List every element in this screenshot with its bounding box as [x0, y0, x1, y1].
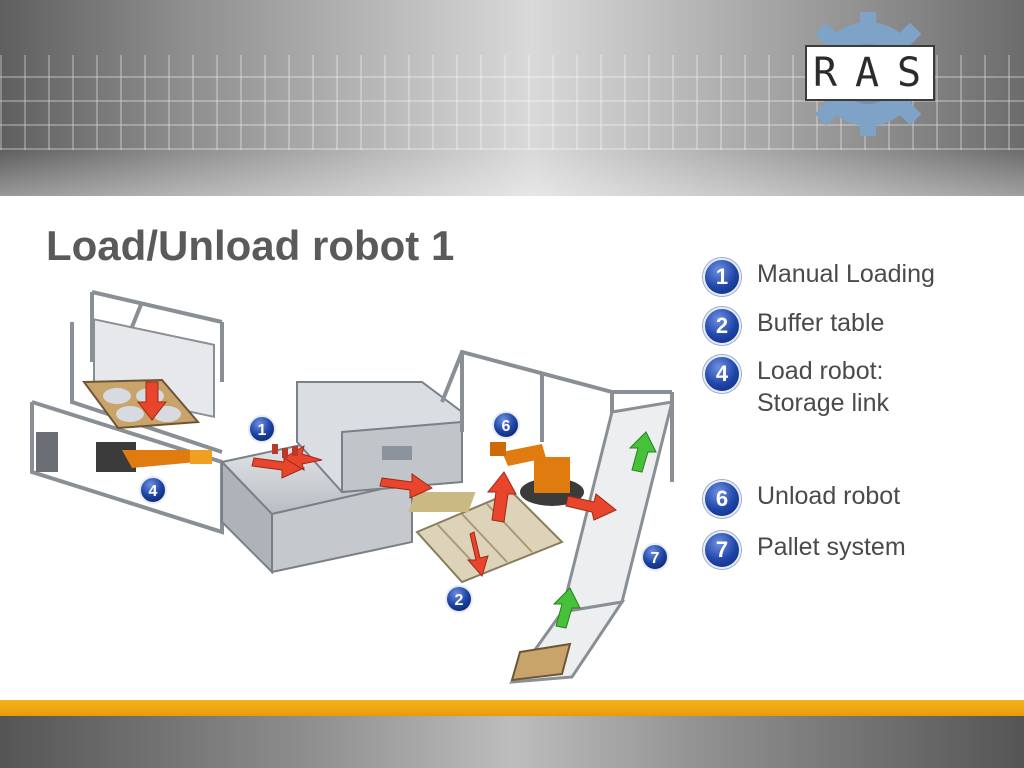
buffer-table — [408, 490, 564, 584]
robot-cell-layout-diagram: 1 2 4 6 7 — [30, 290, 675, 684]
marker-2-label: 2 — [455, 592, 464, 609]
legend-badge-6: 6 — [703, 480, 741, 518]
legend-label: Load robot: Storage link — [757, 357, 890, 417]
legend-item-unload-robot: 6 Unload robot — [703, 480, 900, 518]
header-shade — [0, 150, 1024, 196]
footer-bar — [0, 716, 1024, 768]
marker-1-label: 1 — [258, 422, 267, 439]
logo: R A S — [805, 45, 935, 101]
legend-label: Manual Loading — [757, 260, 935, 288]
marker-1: 1 — [248, 415, 276, 443]
loose-parts — [272, 444, 298, 458]
marker-4-label: 4 — [149, 483, 158, 500]
marker-7-label: 7 — [651, 550, 660, 567]
marker-6: 6 — [492, 411, 520, 439]
marker-2: 2 — [445, 585, 473, 613]
marker-6-label: 6 — [502, 418, 511, 435]
legend-label: Buffer table — [757, 309, 885, 337]
page-title: Load/Unload robot 1 — [46, 222, 455, 269]
legend-item-buffer-table: 2 Buffer table — [703, 307, 884, 345]
cabinet — [36, 432, 58, 472]
legend-item-load-robot: 4 Load robot: Storage link — [703, 355, 889, 419]
marker-4: 4 — [139, 476, 167, 504]
pallet-arrows — [552, 431, 657, 629]
cell-housing — [296, 381, 463, 494]
legend-label: Unload robot — [757, 482, 901, 510]
logo-letter-a: A — [854, 50, 886, 96]
legend-badge-7: 7 — [703, 531, 741, 569]
legend-badge-2: 2 — [703, 307, 741, 345]
logo-letter-s: S — [896, 50, 928, 96]
legend-item-manual-loading: 1 Manual Loading — [703, 258, 935, 296]
legend-label: Pallet system — [757, 533, 906, 561]
legend-badge-1: 1 — [703, 258, 741, 296]
load-robot — [96, 442, 212, 472]
flow-arrows — [136, 381, 617, 578]
footer-accent-stripe — [0, 700, 1024, 716]
logo-letter-r: R — [812, 50, 844, 96]
legend-item-pallet-system: 7 Pallet system — [703, 531, 906, 569]
marker-7: 7 — [641, 543, 669, 571]
legend-badge-4: 4 — [703, 355, 741, 393]
